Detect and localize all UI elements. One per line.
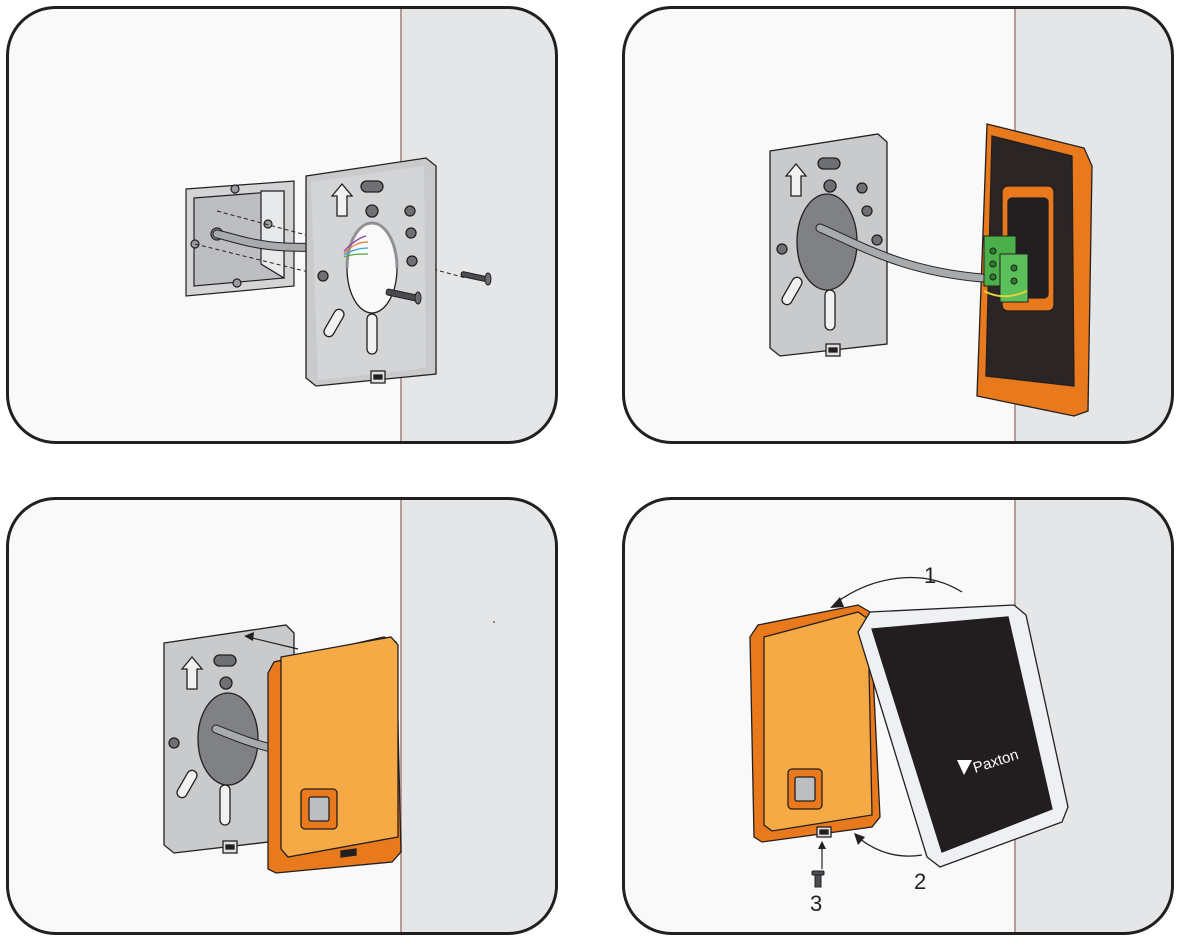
arrow-icon xyxy=(244,632,299,650)
reader-back-icon xyxy=(976,123,1093,417)
orange-housing-icon xyxy=(267,636,402,874)
step-number-2: 2 xyxy=(914,869,926,894)
wires-icon xyxy=(343,235,369,258)
arrow-icon-1 xyxy=(830,576,963,608)
arrow-icon-2 xyxy=(854,833,923,857)
step-number-3: 3 xyxy=(810,891,822,916)
step-wiring-connector-panel xyxy=(622,6,1174,444)
panel-frame xyxy=(6,6,558,444)
arrow-icon-3 xyxy=(818,841,826,869)
panel-frame xyxy=(622,497,1174,935)
step-attach-reader-illustration: Paxton 1 2 3 xyxy=(622,497,1174,935)
step-fit-housing-panel xyxy=(6,497,558,935)
cable-icon xyxy=(816,224,986,282)
orange-housing-icon xyxy=(749,604,881,843)
panel-frame xyxy=(6,497,558,935)
mounting-plate-icon xyxy=(305,157,437,387)
step-number-1: 1 xyxy=(924,563,936,588)
panel-frame xyxy=(622,6,1174,444)
paxton-logo-icon xyxy=(957,760,972,775)
mounting-plate-icon xyxy=(163,624,295,854)
stray-dot xyxy=(493,621,495,623)
step-fit-housing-illustration xyxy=(6,497,558,935)
step-wiring-connector-illustration xyxy=(622,6,1174,444)
screw-icon xyxy=(811,870,825,888)
wall-corner xyxy=(401,498,557,934)
terminal-block-icon xyxy=(983,235,1029,303)
reader-icon xyxy=(857,604,1069,868)
mounting-plate-icon xyxy=(769,133,888,357)
step-attach-reader-panel: Paxton 1 2 3 xyxy=(622,497,1174,935)
step-back-plate-fixing-illustration xyxy=(6,6,558,444)
screw-icon xyxy=(385,271,492,305)
step-back-plate-fixing-panel xyxy=(6,6,558,444)
